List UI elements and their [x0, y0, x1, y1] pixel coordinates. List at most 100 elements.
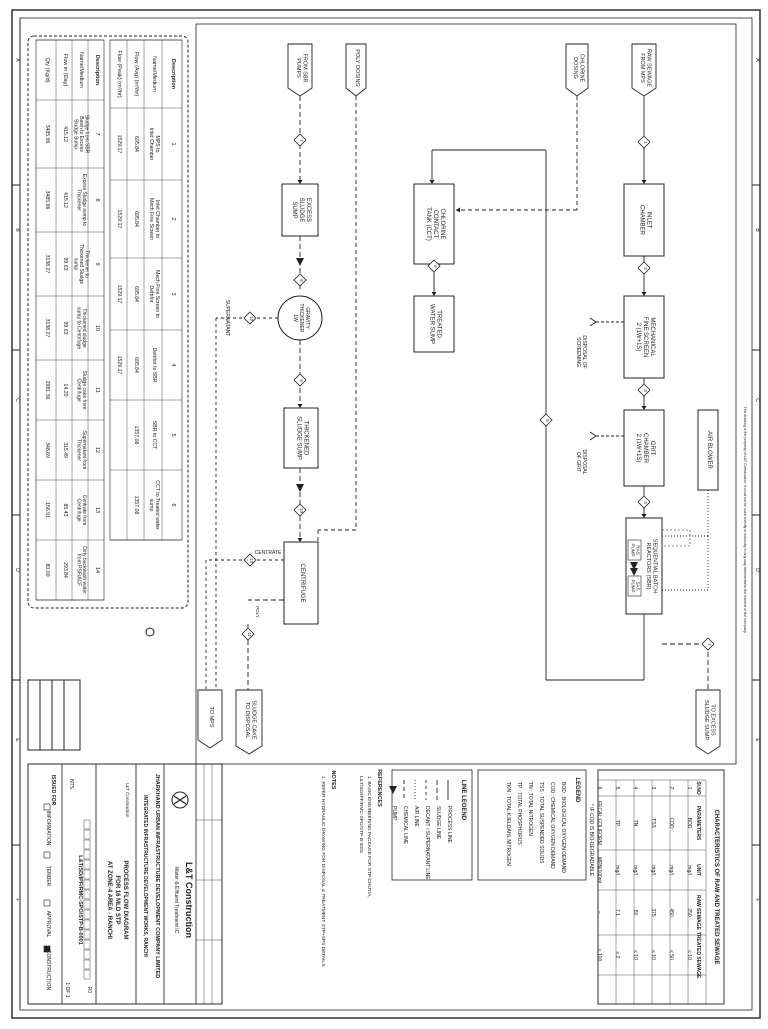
- status-checkbox: [43, 803, 51, 811]
- flow-arrow: [641, 180, 647, 184]
- stream-marker-13: [243, 553, 257, 567]
- border-letter: D: [14, 568, 20, 572]
- section-mark: [145, 627, 155, 637]
- stream-marker-12: [243, 311, 257, 325]
- poly-dosing-tag: [345, 43, 367, 97]
- gravity-thickener-label: 1W: [292, 314, 298, 322]
- stream-description: Sludge cake from: [81, 371, 87, 410]
- stream-description: Centrifuge: [75, 498, 81, 521]
- legend-frame: [477, 769, 587, 881]
- stream-number: 11: [94, 387, 100, 393]
- line-legend-pump-icon: [389, 786, 397, 794]
- stream-marker-1-label: 1: [643, 141, 648, 144]
- thickened-sludge-pump-icon: [296, 484, 304, 492]
- characteristics-cell: 2: [668, 787, 674, 790]
- border-letter: A: [14, 58, 20, 62]
- stream-number: 2: [170, 217, 176, 220]
- line-legend-item: SLUDGE LINE: [435, 806, 441, 840]
- stream-flow-day: 99.63: [62, 258, 68, 271]
- contractor-name: L&T Construction: [125, 783, 130, 818]
- stream-description: CCT to Treated water: [154, 480, 160, 530]
- characteristics-cell: FECAL COLIFORM: [596, 801, 602, 845]
- drawing-number-box: [83, 829, 91, 840]
- stream-qty: 156.91: [44, 502, 50, 518]
- line-legend-item: PUMP: [391, 806, 397, 821]
- table-b-label-description: Description: [94, 55, 100, 86]
- fine-screen-box: [623, 295, 665, 379]
- sbr-box-label: REACTORS (SBR): [645, 543, 651, 590]
- border-letter: B: [754, 228, 760, 232]
- stream-flow-avg: 1357.08: [133, 496, 139, 515]
- chlorine-dosing-tag-label: CHLORINE: [578, 54, 584, 83]
- flow-arrow: [297, 180, 303, 184]
- inlet-chamber-box: [623, 183, 665, 257]
- revision-value: R0: [86, 987, 92, 994]
- scale-value: NTS: [68, 779, 74, 790]
- stream-flow-day: 293.84: [62, 562, 68, 578]
- legend-item: TSS : TOTAL SUSPENDED SOLIDS: [538, 782, 544, 864]
- characteristics-cell: MPN/100ml: [596, 857, 602, 883]
- stream-qty: 348.69: [44, 442, 50, 458]
- stream-number: 7: [94, 132, 100, 135]
- status-option: APPROVAL: [45, 911, 51, 938]
- status-option: TENDER: [45, 866, 51, 887]
- status-cell: [27, 763, 63, 1005]
- stream-marker-6-label: 6: [433, 265, 438, 268]
- characteristics-header: TREATED SEWAGE: [695, 932, 701, 979]
- stream-description: Dirty backwash water: [81, 546, 87, 594]
- characteristics-header: SI.NO: [695, 781, 701, 795]
- stream-number: 12: [94, 447, 100, 453]
- stream-flow-day: 14.20: [62, 384, 68, 397]
- cct-box-label: TANK (CCT): [425, 207, 431, 241]
- stream-description: sump to Centrifuge: [75, 307, 81, 349]
- stream-description: Sludge Sump: [73, 119, 79, 149]
- stream-description: Sludge from SBR: [84, 115, 90, 154]
- characteristics-cell: 7.1: [614, 909, 620, 916]
- thickened-sludge-sump-box-label: SLUDGE SUMP: [296, 416, 302, 460]
- notes-item: 1. REFER HYDRAULIC DRAWING FOR DISPOSAL …: [320, 776, 326, 968]
- line-legend-item: AIR LINE: [413, 806, 419, 828]
- stream-marker-4: [637, 495, 651, 509]
- stream-marker-5-label: 5: [545, 419, 550, 422]
- stream-marker-13-label: 13: [249, 558, 254, 564]
- border-letter: C: [14, 398, 20, 402]
- border-letter: E: [754, 738, 760, 742]
- client-name: JHARKHAND URBAN INFRASTRUCTURE DEVELOPME…: [154, 774, 160, 979]
- sludge-cake-tag-label: TO DISPOSAL: [244, 702, 250, 739]
- drawing-number-box: [83, 929, 91, 940]
- raw-sewage-inlet-tag-label: RAW SEWAGE: [645, 49, 651, 87]
- excess-sludge-sump-box-label: SLUDGE: [298, 198, 304, 223]
- characteristics-cell: 6: [596, 787, 602, 790]
- drawing-number-box: [83, 949, 91, 960]
- gravity-thickener-label: THICKENER: [298, 304, 304, 333]
- stream-description: Mech Fine Screen: [148, 198, 154, 240]
- characteristics-cell: TP: [614, 820, 620, 827]
- stream-description: Thickened sludge: [81, 308, 87, 347]
- excess-sludge-sump-box: [281, 183, 319, 237]
- stream-number: 9: [94, 262, 100, 265]
- line-legend-item: CHEMICAL LINE: [402, 806, 408, 845]
- stream-qty: 3485.96: [44, 191, 50, 210]
- stream-number: 4: [170, 363, 176, 366]
- characteristics-cell: 1: [686, 787, 692, 790]
- stream-number: 1: [170, 142, 176, 145]
- stream-description: Inlet Chamber to: [154, 200, 160, 238]
- stream-qty: 3138.27: [44, 255, 50, 274]
- legend-item: TN : TOTAL NITROGEN: [527, 782, 533, 836]
- poly-note: POLY: [255, 606, 260, 618]
- flow-arrow: [641, 406, 647, 410]
- stream-flow-avg: 695.84: [133, 211, 139, 227]
- outer-border: [11, 9, 761, 1019]
- stream-table-grid: [35, 39, 183, 601]
- characteristics-cell: mg/l: [650, 865, 656, 874]
- line-legend-item: DECANT / SUPERNATANT LINE: [424, 806, 430, 880]
- sas-pump-box: [627, 575, 642, 597]
- from-sbr-pumps-tag: [287, 43, 313, 97]
- company-division: Water & Effluent Treatment IC: [173, 867, 179, 934]
- info-panels: CHARACTERISTICS OF RAW AND TREATED SEWAG…: [320, 769, 725, 1005]
- air-header: [661, 529, 691, 547]
- drawing-number-box: [83, 899, 91, 910]
- stream-marker-7-label: 7: [707, 643, 712, 646]
- stream-marker-10: [293, 503, 307, 517]
